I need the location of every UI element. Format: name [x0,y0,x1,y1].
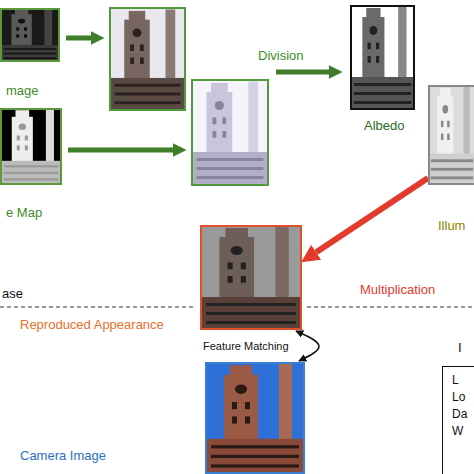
image-frame: e Map [0,108,62,185]
image-frame: Camera Image [205,362,305,474]
image-caption: Reproduced Appearance [20,317,164,333]
info-box: LLoDaW [442,366,474,474]
flow-arrow [68,148,174,153]
projected-image [110,8,185,110]
image-frame: Reproduced Appearance [200,225,302,330]
edge-label: Feature Matching [203,340,289,353]
reproduced-image [200,225,302,330]
camera-image [205,362,305,474]
edge-label: Multiplication [360,282,435,298]
info-line: L [452,372,474,389]
projected-map [192,80,268,185]
image-caption: Illum [438,218,465,234]
image-frame: Illum [428,85,474,185]
image-frame [110,8,185,110]
flow-arrow [66,36,92,41]
flow-arrow [276,70,330,75]
info-line: Da [452,406,474,423]
matching-arrow [296,331,319,361]
info-line: Lo [452,389,474,406]
illumination-image [428,85,474,185]
phase-label: I [458,340,462,356]
phase-label: ase [2,286,23,302]
info-line: W [452,423,474,440]
process-arrow [316,178,428,252]
map-image [0,108,62,185]
image-frame [192,80,268,185]
step-label: Division [258,48,304,64]
phase-divider [0,307,474,308]
image-caption: Albedo [364,118,404,134]
input-image [0,8,60,62]
image-frame: Albedo [350,5,415,110]
image-caption: e Map [6,205,42,221]
albedo-image [350,5,415,110]
image-caption: Camera Image [20,448,106,464]
image-frame: mage [0,8,60,62]
image-caption: mage [6,83,39,99]
